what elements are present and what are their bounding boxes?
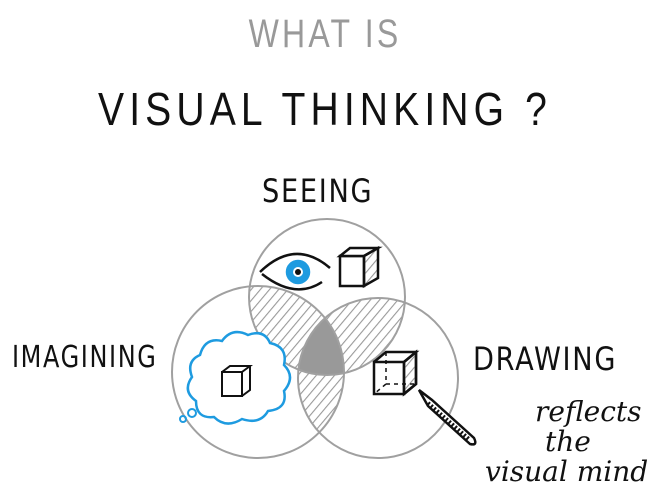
label-seeing: SEEING <box>262 172 374 210</box>
eye-icon <box>259 252 331 291</box>
caption-the: the <box>545 425 591 458</box>
cube-icon <box>336 245 383 289</box>
circle-drawing <box>297 297 459 459</box>
label-imagining: IMAGINING <box>12 340 158 375</box>
heading-what-is: WHAT IS <box>248 12 402 56</box>
cube-sketch-icon <box>372 349 420 397</box>
caption-reflects: reflects <box>535 395 642 428</box>
label-drawing: DRAWING <box>473 340 618 378</box>
pencil-icon <box>417 389 477 446</box>
circle-imagining <box>171 285 345 459</box>
caption-visual-mind: visual mind <box>485 455 649 488</box>
thought-cloud-icon <box>179 330 292 425</box>
page-title: VISUAL THINKING ? <box>98 83 552 135</box>
circle-seeing <box>248 218 406 376</box>
